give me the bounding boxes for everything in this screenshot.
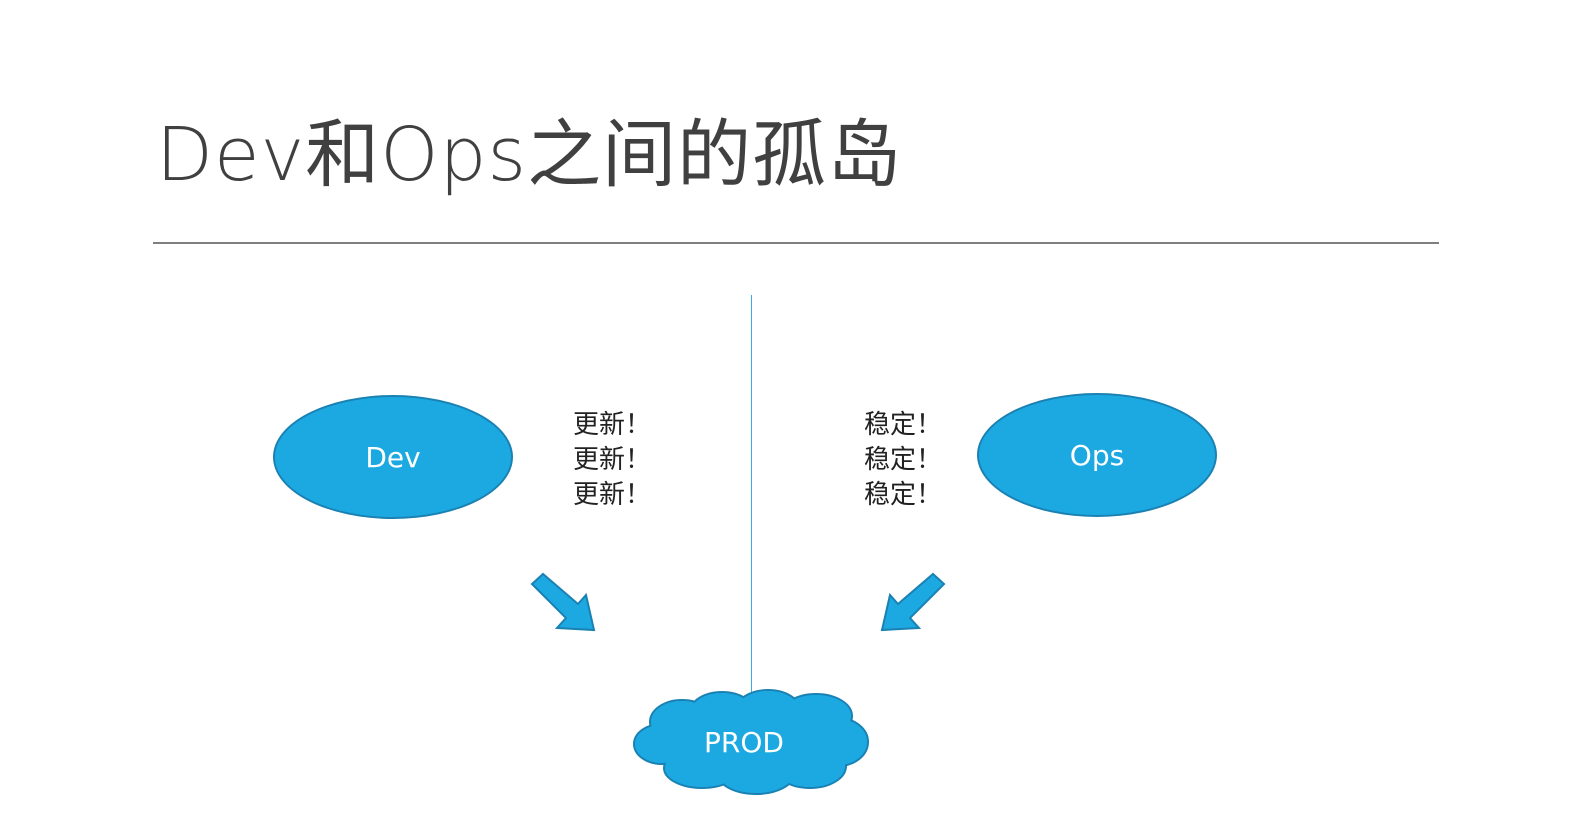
dev-notes: 更新！ 更新！ 更新！ xyxy=(573,408,651,513)
cloud-icon xyxy=(633,689,869,795)
ops-note-3: 稳定！ xyxy=(864,480,943,510)
ops-note-2: 稳定！ xyxy=(864,445,943,475)
down-left-arrow-icon xyxy=(880,572,946,632)
dev-note-2: 更新！ xyxy=(573,445,652,475)
dev-label: Dev xyxy=(365,440,421,474)
ops-label: Ops xyxy=(1069,438,1125,472)
ops-note-1: 稳定！ xyxy=(864,410,943,440)
page-title: Dev和Ops之间的孤岛 xyxy=(156,112,903,198)
ops-ellipse: Ops xyxy=(977,393,1217,517)
prod-label: PROD xyxy=(704,725,784,759)
dev-ellipse: Dev xyxy=(273,395,513,519)
center-divider-line xyxy=(751,295,752,700)
ops-notes: 稳定！ 稳定！ 稳定！ xyxy=(864,408,942,513)
down-right-arrow-icon xyxy=(530,572,596,632)
dev-note-3: 更新！ xyxy=(573,480,652,510)
title-underline xyxy=(153,242,1439,244)
dev-note-1: 更新！ xyxy=(573,410,652,440)
